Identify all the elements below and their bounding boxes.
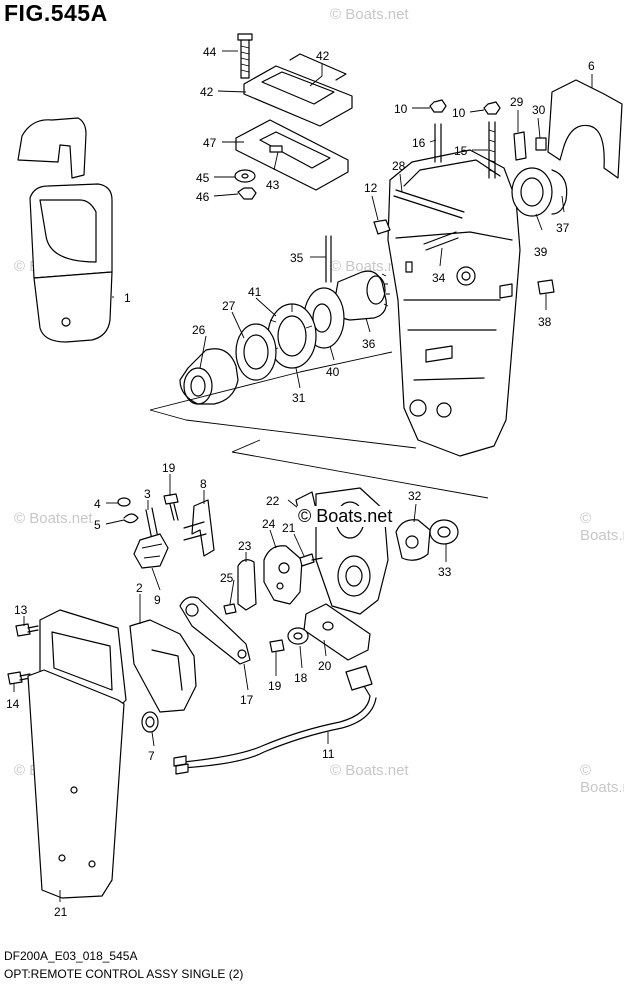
watermark: © Boats.net — [14, 510, 93, 527]
callout-8: 8 — [200, 477, 207, 491]
part-ring-gear-31 — [267, 303, 317, 369]
callout-25: 25 — [220, 571, 234, 585]
part-link-17 — [179, 596, 251, 665]
part-plugs — [373, 219, 555, 295]
callout-21: 21 — [54, 905, 68, 919]
callout-13: 13 — [14, 603, 28, 617]
callout-4: 4 — [94, 497, 101, 511]
callout-19: 19 — [162, 461, 176, 475]
callout-45: 45 — [196, 171, 210, 185]
part-control-handle — [17, 117, 113, 343]
callout-21: 21 — [282, 521, 296, 535]
callout-26: 26 — [192, 323, 206, 337]
callout-29: 29 — [510, 95, 524, 109]
watermark: © Boats.net — [580, 510, 624, 544]
callout-32: 32 — [408, 489, 422, 503]
part-main-housing — [387, 149, 521, 457]
callout-27: 27 — [222, 299, 236, 313]
callout-31: 31 — [292, 391, 306, 405]
part-ring-39 — [511, 167, 568, 217]
part-lever-shaft-3 — [133, 507, 169, 569]
part-base-plate — [27, 609, 127, 899]
callout-labels: 44 42 42 47 43 45 46 6 10 10 29 30 16 15… — [6, 45, 595, 919]
callout-37: 37 — [556, 221, 570, 235]
callout-17: 17 — [240, 693, 254, 707]
part-cam-32 — [395, 519, 459, 561]
callout-11: 11 — [322, 747, 335, 761]
callout-2: 2 — [136, 581, 143, 595]
part-lever-23 — [237, 559, 257, 611]
part-side-cover-2 — [129, 619, 197, 733]
part-studs — [429, 99, 501, 179]
watermark: © Boats.net — [330, 258, 409, 275]
callout-42: 42 — [200, 85, 214, 99]
part-wire-harness-11 — [173, 665, 377, 775]
callout-40: 40 — [326, 365, 340, 379]
callout-47: 47 — [203, 136, 217, 150]
callout-23: 23 — [238, 539, 252, 553]
part-bushing-26 — [179, 348, 239, 405]
part-bracket-8 — [183, 499, 215, 557]
callout-15: 15 — [454, 144, 468, 158]
callout-20: 20 — [318, 659, 332, 673]
callout-44: 44 — [203, 45, 217, 59]
callout-36: 36 — [362, 337, 376, 351]
callout-22: 22 — [266, 494, 280, 508]
callout-10: 10 — [452, 106, 466, 120]
callout-35: 35 — [290, 251, 304, 265]
watermark: © Boats.net — [580, 762, 624, 796]
callout-24: 24 — [262, 517, 276, 531]
callout-39: 39 — [534, 245, 548, 259]
callout-28: 28 — [392, 159, 406, 173]
callout-34: 34 — [432, 271, 446, 285]
watermark: © Boats.net — [330, 6, 409, 23]
callout-41: 41 — [248, 285, 262, 299]
callout-46: 46 — [196, 190, 210, 204]
part-shaft-34 — [423, 231, 459, 251]
callout-38: 38 — [538, 315, 552, 329]
part-small-hardware — [234, 145, 283, 200]
callout-6: 6 — [588, 59, 595, 73]
leader-lines — [13, 50, 593, 902]
part-clip-29 — [513, 131, 547, 161]
callout-19: 19 — [268, 679, 282, 693]
callout-42: 42 — [316, 49, 330, 63]
callout-12: 12 — [364, 181, 378, 195]
part-plate-24 — [263, 545, 303, 605]
assembly-guide-lines — [149, 351, 489, 499]
part-washer-4 — [117, 497, 139, 524]
part-screw-25 — [223, 603, 237, 615]
part-rod-28 — [393, 189, 465, 219]
callout-9: 9 — [154, 593, 161, 607]
callout-14: 14 — [6, 697, 20, 711]
callout-7: 7 — [148, 749, 155, 763]
part-ring-27 — [235, 323, 277, 381]
figure-caption: OPT:REMOTE CONTROL ASSY SINGLE (2) — [4, 967, 244, 981]
figure-title: FIG.545A — [4, 0, 108, 26]
callout-16: 16 — [412, 136, 426, 150]
part-plate-20 — [269, 603, 371, 661]
callout-10: 10 — [394, 102, 408, 116]
part-pin-35 — [325, 235, 332, 283]
part-bolt-44 — [237, 33, 253, 79]
part-screw-19 — [163, 493, 179, 521]
callout-5: 5 — [94, 518, 101, 532]
part-bracket-6 — [547, 79, 623, 179]
drawing-code: DF200A_E03_018_545A — [4, 949, 138, 963]
callout-18: 18 — [294, 671, 308, 685]
callout-3: 3 — [144, 487, 151, 501]
part-cover-plate — [235, 53, 353, 191]
callout-1: 1 — [124, 291, 131, 305]
callout-33: 33 — [438, 565, 452, 579]
callout-30: 30 — [532, 103, 546, 117]
watermark: © Boats.net — [330, 762, 409, 779]
watermark: © Boats.net — [297, 506, 394, 527]
callout-43: 43 — [266, 178, 280, 192]
part-screw-21 — [299, 553, 323, 567]
